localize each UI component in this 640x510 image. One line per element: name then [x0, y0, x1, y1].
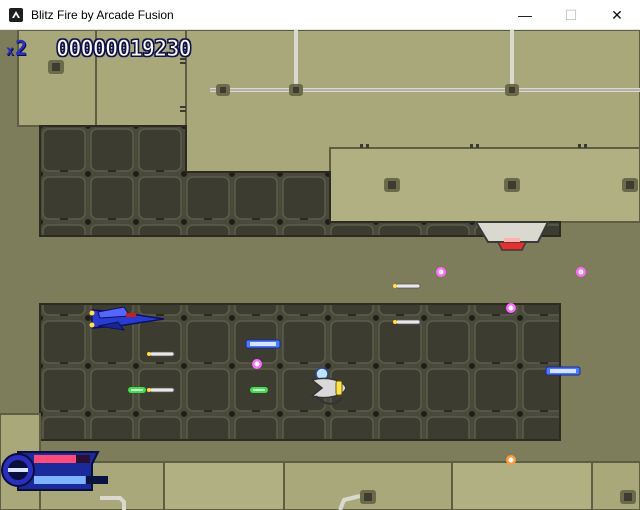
upper-hull: [17, 30, 640, 223]
player-missiles: [147, 283, 421, 393]
minimize-button[interactable]: —: [502, 0, 548, 30]
player-ship: [89, 306, 165, 331]
maximize-icon: ☐: [564, 6, 578, 23]
close-icon: ✕: [611, 6, 623, 23]
minimize-icon: —: [518, 7, 532, 23]
upper-grate: [39, 125, 561, 237]
maximize-button[interactable]: ☐: [548, 0, 594, 30]
health-bar: [34, 455, 76, 463]
score-display: 00000019230: [56, 37, 193, 63]
enemy-bullets: [252, 267, 586, 465]
window-title: Blitz Fire by Arcade Fusion: [31, 8, 174, 22]
lower-grate: [39, 303, 561, 441]
power-bar: [34, 476, 86, 484]
game-viewport[interactable]: x 2 00000019230: [0, 30, 640, 510]
window-titlebar: Blitz Fire by Arcade Fusion — ☐ ✕: [0, 0, 640, 30]
game-scene: [0, 30, 640, 510]
close-button[interactable]: ✕: [594, 0, 640, 30]
lives-prefix: x: [6, 44, 14, 59]
ceiling-turret-enemy: [474, 221, 550, 251]
lives-counter: 2: [15, 36, 28, 60]
app-logo-icon: [9, 8, 23, 22]
player-lasers: [128, 339, 581, 393]
claw-drone-enemy: [310, 367, 347, 405]
hud-status-gauge: [1, 451, 108, 491]
